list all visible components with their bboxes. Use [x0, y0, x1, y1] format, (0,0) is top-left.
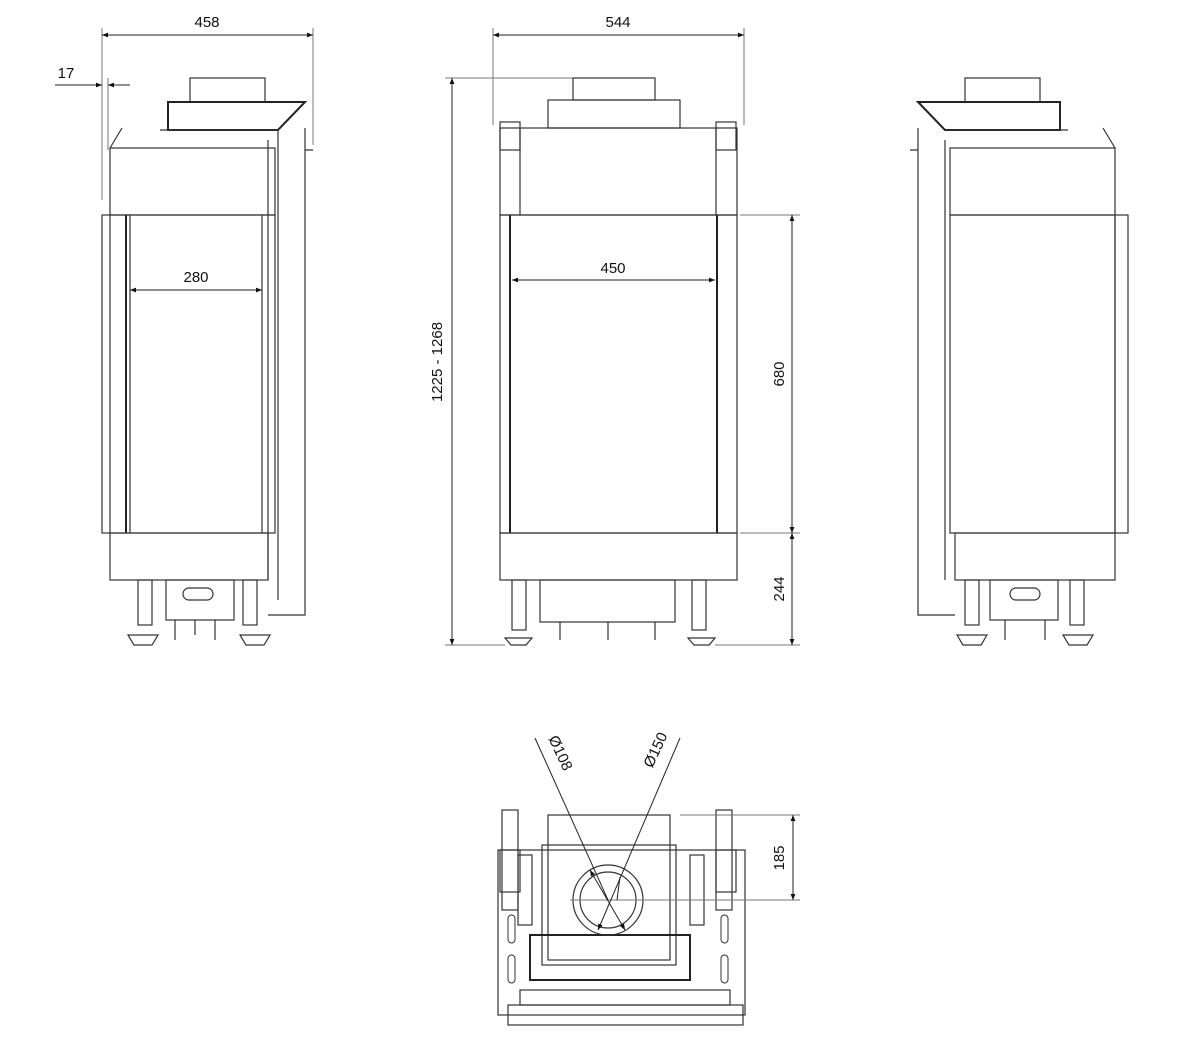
- dimension-17: 17: [58, 65, 75, 82]
- dimension-1225-1268: 1225 - 1268: [429, 322, 446, 402]
- side-view-left: 458 17 280: [55, 14, 314, 646]
- dimension-244: 244: [771, 576, 788, 601]
- dimension-diameter-150: Ø150: [640, 730, 671, 770]
- top-view: Ø108 Ø150 185: [497, 730, 800, 1026]
- side-view-right: [910, 77, 1129, 646]
- dimension-458: 458: [194, 14, 219, 31]
- dimension-diameter-108: Ø108: [545, 733, 576, 773]
- dimension-450: 450: [600, 260, 625, 277]
- dimension-185: 185: [771, 845, 788, 870]
- front-view: 544 450 1225 - 1268 680 244: [429, 14, 800, 646]
- dimension-680: 680: [771, 361, 788, 386]
- dimension-544: 544: [605, 14, 630, 31]
- dimension-280: 280: [183, 269, 208, 286]
